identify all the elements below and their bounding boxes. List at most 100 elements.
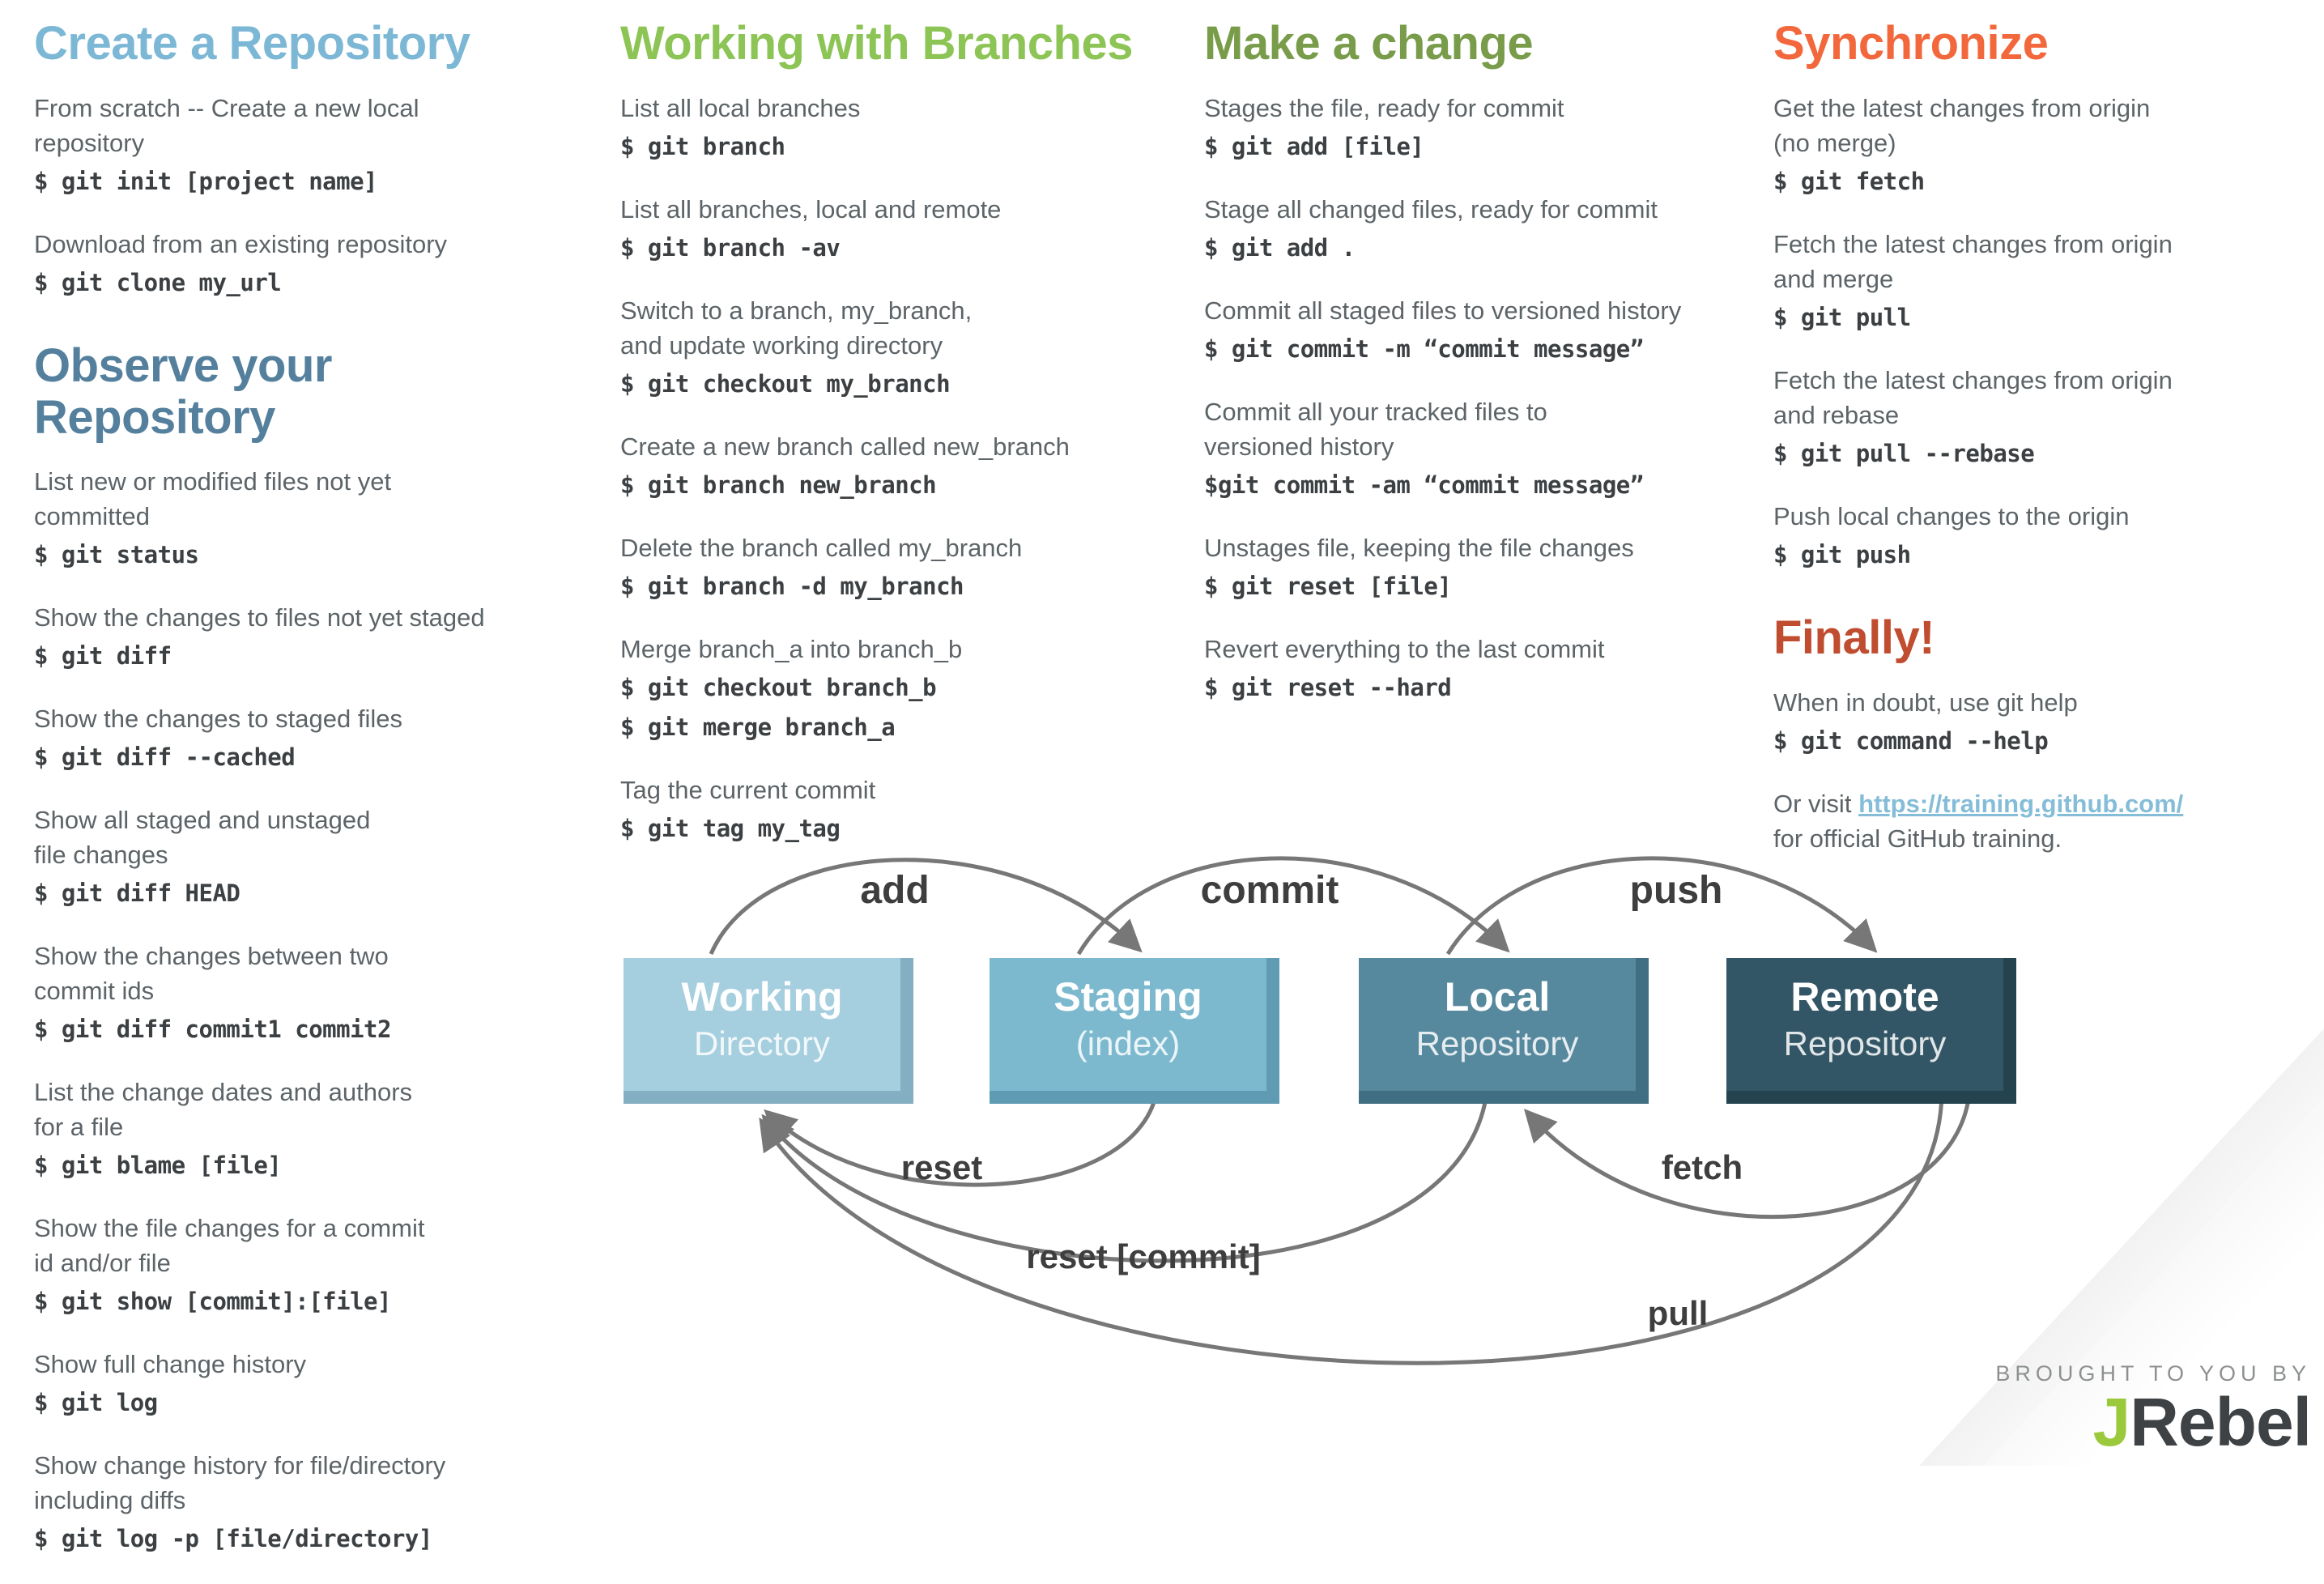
jrebel-logo: BROUGHT TO YOU BY JRebel — [1995, 1361, 2312, 1458]
command-group: Fetch the latest changes from origin and… — [1773, 363, 2300, 472]
command-group: Tag the current commit $ git tag my_tag — [620, 773, 1171, 847]
command-code: $ git command --help — [1773, 726, 2049, 755]
command-group: Commit all your tracked files to version… — [1204, 394, 1763, 504]
command-description: Fetch the latest changes from origin and… — [1773, 365, 2173, 429]
arrow-fetch — [1523, 1092, 1972, 1220]
box-subtitle: Directory — [693, 1024, 831, 1062]
arrow-label-add: add — [860, 869, 930, 912]
command-group: Commit all staged files to versioned his… — [1204, 293, 1763, 368]
command-group: Merge branch_a into branch_b $ git check… — [620, 632, 1171, 746]
command-description: Show the changes to files not yet staged — [34, 603, 485, 632]
column-branches: Working with Branches List all local bra… — [620, 18, 1171, 874]
link-prefix: Or visit — [1773, 789, 1859, 818]
command-group: Download from an existing repository $ g… — [34, 227, 568, 301]
section-title-working-with-branches: Working with Branches — [620, 17, 1133, 70]
command-code: $ git reset [file] — [1204, 572, 1452, 600]
box-subtitle: Repository — [1415, 1024, 1579, 1062]
link-suffix: for official GitHub training. — [1773, 824, 2062, 853]
arrow-label-commit: commit — [1200, 869, 1339, 912]
command-group: When in doubt, use git help $ git comman… — [1773, 685, 2300, 760]
brought-to-you-by-text: BROUGHT TO YOU BY — [1995, 1361, 2311, 1386]
command-code: $ git tag my_tag — [620, 814, 841, 842]
command-code: $ git status — [34, 541, 199, 569]
box-title: Staging — [1053, 974, 1202, 1020]
command-description: Show the changes between two commit ids — [34, 942, 389, 1006]
command-code: $ git clone my_url — [34, 268, 282, 296]
command-description: When in doubt, use git help — [1773, 688, 2078, 717]
command-code: $ git init [project name] — [34, 167, 378, 195]
command-group: Get the latest changes from origin (no m… — [1773, 91, 2300, 200]
command-code: $ git push — [1773, 540, 1911, 568]
command-code: $ git diff --cached — [34, 743, 296, 772]
column-create-observe: Create a Repository From scratch -- Crea… — [34, 18, 568, 1584]
command-code: $ git diff HEAD — [34, 879, 240, 908]
command-code: $ git show [commit]:[file] — [34, 1288, 391, 1316]
command-code: $ git fetch — [1773, 167, 1925, 195]
section-title-create-repository: Create a Repository — [34, 17, 470, 70]
command-description: Revert everything to the last commit — [1204, 634, 1605, 663]
section-title-make-a-change: Make a change — [1204, 17, 1534, 70]
command-description: Stages the file, ready for commit — [1204, 93, 1564, 122]
command-description: List the change dates and authors for a … — [34, 1078, 413, 1142]
command-group: Stages the file, ready for commit $ git … — [1204, 91, 1763, 165]
section-title-observe-repository: Observe your Repository — [34, 339, 332, 444]
command-group: List the change dates and authors for a … — [34, 1075, 568, 1184]
command-group: Create a new branch called new_branch $ … — [620, 429, 1171, 504]
arrow-label-push: push — [1629, 869, 1723, 912]
diagram-box-working-directory: Working Directory — [624, 958, 913, 1104]
command-group: Show the changes to files not yet staged… — [34, 600, 568, 675]
github-training-link[interactable]: https://training.github.com/ — [1858, 789, 2184, 818]
training-link-paragraph: Or visit https://training.github.com/ fo… — [1773, 786, 2300, 856]
command-code: $ git checkout branch_b — [620, 673, 937, 701]
command-description: From scratch -- Create a new local repos… — [34, 93, 419, 157]
command-description: List all local branches — [620, 93, 861, 122]
arrow-label-fetch: fetch — [1661, 1148, 1743, 1186]
command-description: Show all staged and unstaged file change… — [34, 806, 371, 870]
command-description: Show full change history — [34, 1350, 307, 1379]
jrebel-rebel: Rebel — [2130, 1384, 2312, 1461]
command-group: List all branches, local and remote $ gi… — [620, 192, 1171, 266]
command-code: $ git branch new_branch — [620, 471, 937, 499]
arrow-pull — [759, 1092, 1944, 1365]
command-group: Show the changes to staged files $ git d… — [34, 701, 568, 776]
command-code: $ git pull --rebase — [1773, 439, 2035, 467]
command-code: $ git log — [34, 1389, 158, 1417]
command-code: $ git diff — [34, 642, 172, 671]
command-description: Create a new branch called new_branch — [620, 432, 1070, 461]
command-description: Show the file changes for a commit id an… — [34, 1214, 425, 1278]
command-description: Show the changes to staged files — [34, 705, 402, 734]
command-description: Show change history for file/directory i… — [34, 1451, 446, 1515]
command-group: Show the changes between two commit ids … — [34, 939, 568, 1048]
box-subtitle: (index) — [1075, 1024, 1181, 1062]
diagram-box-local-repository: Local Repository — [1359, 958, 1649, 1104]
column-make-change: Make a change Stages the file, ready for… — [1204, 18, 1763, 733]
arrow-reset-commit — [761, 1092, 1489, 1263]
jrebel-wordmark: JRebel — [1995, 1387, 2312, 1458]
column-synchronize-finally: Synchronize Get the latest changes from … — [1773, 18, 2300, 856]
command-code: $ git branch -av — [620, 233, 841, 262]
command-group: Show change history for file/directory i… — [34, 1448, 568, 1557]
section-title-synchronize: Synchronize — [1773, 17, 2049, 70]
arrow-label-reset: reset — [900, 1148, 983, 1186]
command-description: Stage all changed files, ready for commi… — [1204, 194, 1658, 224]
command-code: $ git add [file] — [1204, 132, 1424, 160]
command-description: Switch to a branch, my_branch, and updat… — [620, 296, 973, 360]
command-group: Delete the branch called my_branch $ git… — [620, 530, 1171, 605]
box-title: Working — [681, 974, 843, 1020]
command-code: $ git branch — [620, 132, 785, 160]
command-description: Commit all staged files to versioned his… — [1204, 296, 1682, 325]
command-description: Get the latest changes from origin (no m… — [1773, 93, 2151, 157]
command-description: Download from an existing repository — [34, 229, 448, 258]
arrow-label-pull: pull — [1647, 1294, 1709, 1332]
command-description: Push local changes to the origin — [1773, 501, 2130, 530]
box-title: Local — [1444, 974, 1551, 1020]
command-code: $ git pull — [1773, 303, 1911, 331]
diagram-box-staging-index: Staging (index) — [990, 958, 1279, 1104]
command-group: Show the file changes for a commit id an… — [34, 1211, 568, 1320]
command-group: Switch to a branch, my_branch, and updat… — [620, 293, 1171, 402]
command-description: List all branches, local and remote — [620, 194, 1002, 224]
command-group: List all local branches $ git branch — [620, 91, 1171, 165]
command-group: Unstages file, keeping the file changes … — [1204, 530, 1763, 605]
command-group: List new or modified files not yet commi… — [34, 464, 568, 573]
diagram-box-remote-repository: Remote Repository — [1726, 958, 2016, 1104]
